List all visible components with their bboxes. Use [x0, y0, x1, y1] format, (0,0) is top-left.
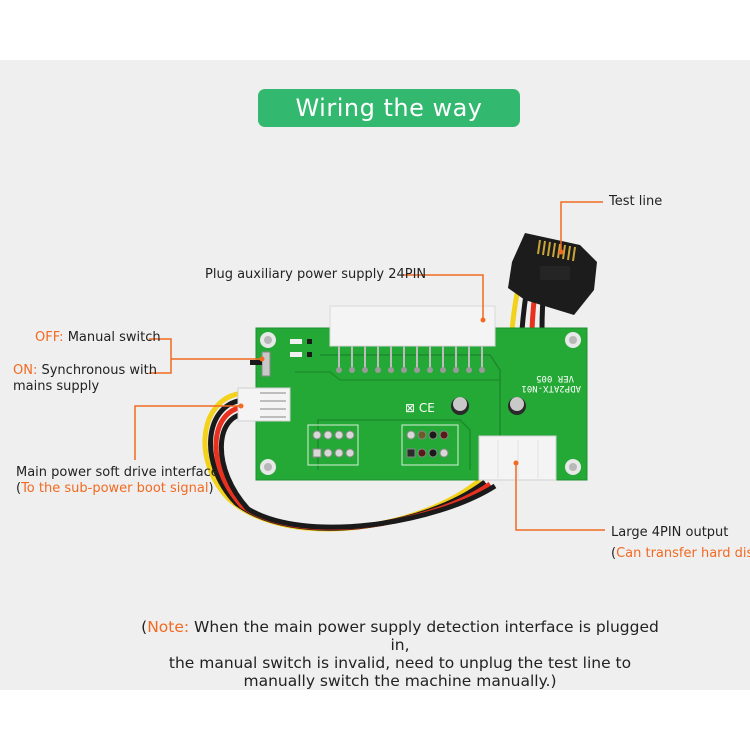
switch-on-prefix: ON: [13, 363, 38, 378]
callout-plug-24pin-text: Plug auxiliary power supply 24PIN [205, 267, 427, 282]
capacitor [451, 397, 469, 415]
mounting-hole [565, 459, 581, 475]
note-text: (Note: When the main power supply detect… [140, 618, 660, 690]
callout-test-line-text: Test line [609, 194, 663, 209]
switch-off-text: Manual switch [67, 330, 161, 345]
atx-24pin-connector [329, 305, 496, 373]
soft-drive-subtext: To the sub-power boot signal [21, 481, 209, 496]
board-model: ADP2ATX-N01 [521, 383, 581, 393]
callout-line-test-line [560, 201, 603, 250]
callout-large-4pin: Large 4PIN output (Can transfer hard dis… [611, 522, 750, 564]
switch-on-text-line1: Synchronous with [41, 363, 157, 378]
callout-switch-on: ON: Synchronous with mains supply [13, 363, 157, 395]
mounting-hole [260, 459, 276, 475]
capacitor [508, 397, 526, 415]
sata-connector [508, 233, 597, 315]
soft-drive-text: Main power soft drive interface [16, 465, 219, 480]
callout-line-24pin [403, 274, 484, 318]
note-line1: When the main power supply detection int… [189, 618, 659, 654]
callout-bracket-switch [149, 338, 172, 374]
note-line2: the manual switch is invalid, need to un… [168, 654, 632, 672]
svg-text:⊠ CE: ⊠ CE [405, 401, 435, 415]
callout-line-soft-drive [134, 405, 241, 460]
large-4pin-text: Large 4PIN output [611, 525, 729, 540]
callout-switch-off: OFF: Manual switch [35, 330, 161, 346]
large-4pin-paren-open: ( [611, 546, 617, 561]
board-version: VER 005 [536, 373, 574, 383]
title-text: Wiring the way [295, 94, 483, 122]
loop-wires [202, 390, 497, 532]
callout-test-line: Test line [609, 194, 662, 210]
callout-plug-24pin: Plug auxiliary power supply 24PIN [205, 267, 426, 283]
callout-line-4pin [515, 463, 605, 531]
callout-soft-drive: Main power soft drive interface (To the … [16, 465, 219, 497]
note-line3: manually switch the machine manually.) [243, 672, 557, 690]
molex-4pin-connector [478, 435, 557, 481]
soft-drive-paren-close: ) [208, 481, 214, 496]
note-paren-open: ( [141, 618, 148, 636]
callout-dots [238, 249, 564, 466]
callout-lines [134, 201, 605, 531]
soft-drive-paren-open: ( [16, 481, 22, 496]
large-4pin-subtext: Can transfer hard disk [616, 546, 750, 561]
mounting-hole [565, 332, 581, 348]
mounting-hole [260, 332, 276, 348]
switch-off-prefix: OFF: [35, 330, 64, 345]
fan-4pin-connector [237, 387, 291, 422]
title-banner: Wiring the way [258, 89, 520, 127]
switch-on-text-line2: mains supply [13, 379, 100, 394]
note-prefix: Note: [147, 618, 190, 636]
